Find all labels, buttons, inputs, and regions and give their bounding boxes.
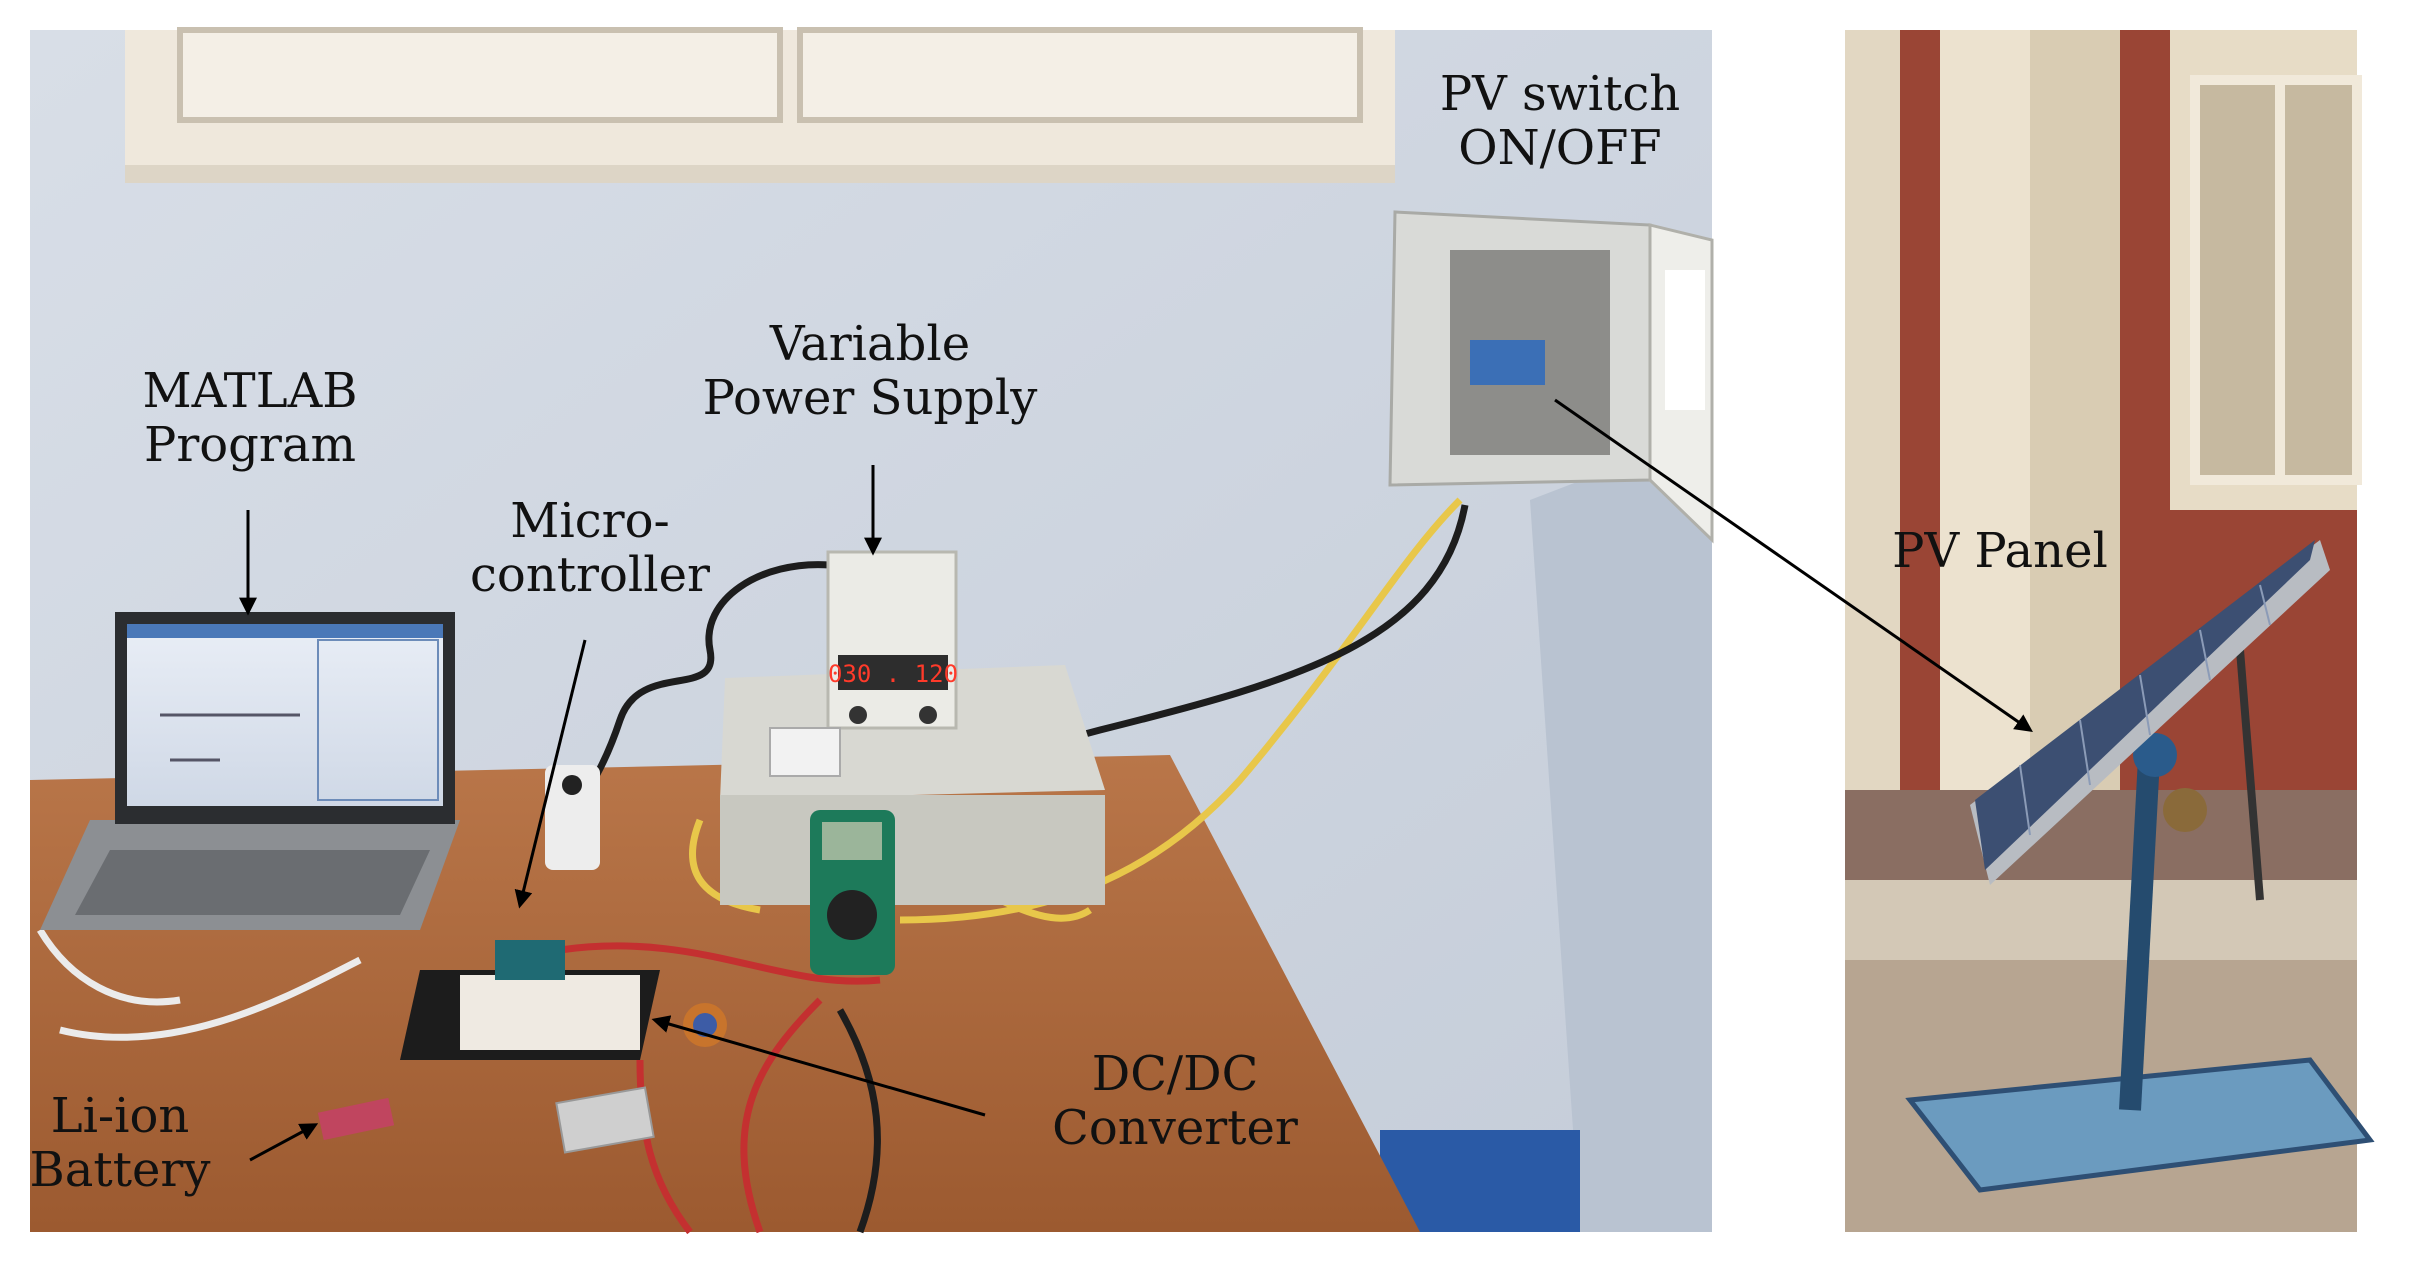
power-supply-display: 030 . 120 [828,660,958,688]
variable-power-supply-unit: 030 . 120 [826,550,958,730]
label-dc-dc-converter: DC/DC Converter [1052,1046,1298,1156]
label-microcontroller: Micro- controller [470,493,710,603]
outdoor-photo [1845,30,2375,1232]
dc-dc-converter [555,1086,655,1154]
label-pv-switch: PV switch ON/OFF [1439,66,1681,176]
li-ion-battery [317,1097,395,1141]
arrow-dcdc [651,1015,986,1117]
lab-photo: 030 . 120 [30,27,1714,1235]
corner-wall [1530,430,1712,1232]
arrow-microcontroller [514,639,587,909]
label-li-ion-battery: Li-ion Battery [29,1088,211,1198]
breadboard-circuit [400,940,727,1060]
multimeter [810,810,895,975]
arrow-battery [249,1123,319,1162]
label-pv-panel: PV Panel [1892,523,2108,579]
annotation-arrows [239,398,2033,1162]
pv-panel-stand [1905,649,2375,1193]
baseboard [1380,1130,1580,1232]
power-strip [545,765,600,870]
arrow-pv-panel [1554,398,2033,733]
pv-switch-box [1388,210,1714,544]
pv-panel [1970,540,2330,885]
label-variable-power-supply: Variable Power Supply [702,316,1038,426]
label-matlab-program: MATLAB Program [142,363,358,473]
laptop [40,612,460,930]
